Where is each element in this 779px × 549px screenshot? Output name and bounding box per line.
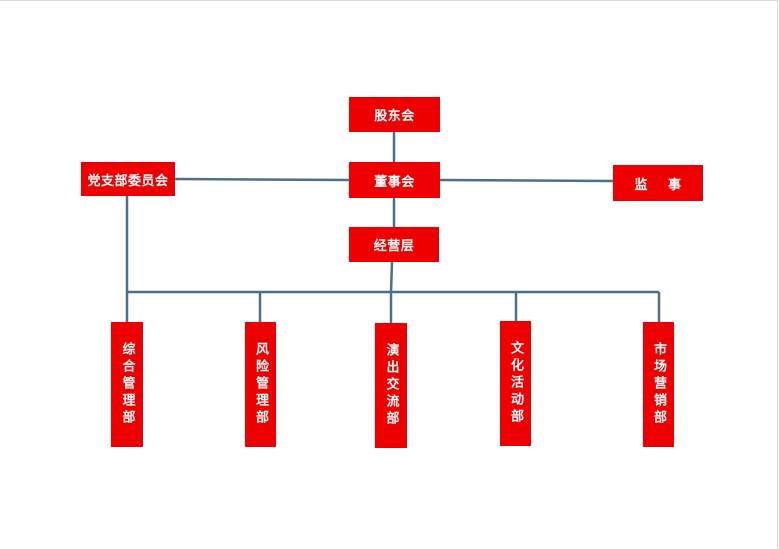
dept-label: 风险管理部 — [253, 342, 268, 427]
dept-label: 文化活动部 — [508, 341, 523, 426]
dept-label: 市场营销部 — [651, 342, 666, 427]
node-dept-general-management: 综合管理部 — [111, 322, 143, 447]
node-supervisor-label: 监 事 — [634, 177, 682, 193]
node-shareholders: 股东会 — [349, 97, 440, 132]
node-party-committee: 党支部委员会 — [81, 162, 175, 196]
node-dept-performance-exchange: 演出交流部 — [375, 323, 407, 448]
connector-party-board — [174, 177, 350, 182]
node-dept-marketing: 市场营销部 — [643, 322, 674, 447]
connector-management-bus — [389, 261, 394, 293]
node-board: 董事会 — [349, 162, 440, 198]
node-dept-risk-management: 风险管理部 — [245, 322, 276, 447]
connector-board-supervisor — [438, 178, 614, 183]
dept-label: 综合管理部 — [119, 342, 135, 427]
node-supervisor: 监 事 — [613, 165, 703, 201]
node-dept-cultural-activities: 文化活动部 — [500, 321, 531, 446]
node-management: 经营层 — [349, 227, 439, 262]
dept-label: 演出交流部 — [383, 343, 399, 428]
